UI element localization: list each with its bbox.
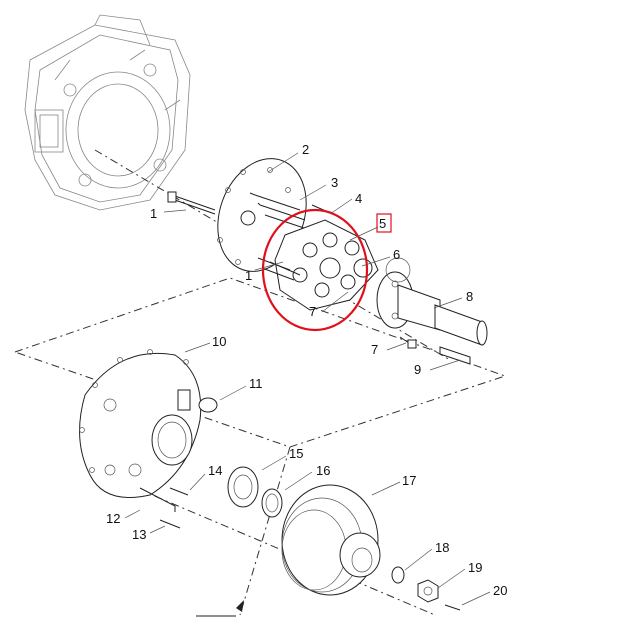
callout-19: 19 <box>468 560 482 575</box>
assembly-leader <box>239 446 291 616</box>
direction-arrow <box>236 600 244 612</box>
callout-14: 14 <box>208 463 222 478</box>
pulley <box>281 484 381 596</box>
flywheel-housing <box>24 14 191 211</box>
callout-13: 13 <box>132 527 146 542</box>
plug <box>198 397 218 413</box>
assembly-boundary <box>13 277 507 448</box>
callout-6: 6 <box>393 247 400 262</box>
bushing <box>353 258 373 278</box>
shaft-key <box>439 346 471 365</box>
callout-12: 12 <box>106 511 120 526</box>
callout-labels: 1 1 2 3 4 5 6 7 7 8 9 10 11 12 13 14 15 … <box>106 142 507 598</box>
screw <box>139 487 176 512</box>
bolt-upper <box>167 191 216 215</box>
callout-16: 16 <box>316 463 330 478</box>
callout-9: 9 <box>414 362 421 377</box>
bell-housing <box>79 349 202 498</box>
callout-3: 3 <box>331 175 338 190</box>
callout-1a: 1 <box>150 206 157 221</box>
callout-11: 11 <box>249 376 263 391</box>
callout-4: 4 <box>355 191 362 206</box>
callout-17: 17 <box>402 473 416 488</box>
studs <box>249 192 311 231</box>
pin <box>444 604 461 611</box>
nut <box>417 579 439 603</box>
bearing <box>227 466 259 508</box>
bolt-7-lower-head <box>407 339 417 349</box>
callout-20: 20 <box>493 583 507 598</box>
washer <box>391 566 405 584</box>
leader-lines <box>124 152 491 606</box>
callout-7b: 7 <box>371 342 378 357</box>
callout-2: 2 <box>302 142 309 157</box>
seal <box>261 488 283 518</box>
flexible-coupling <box>274 219 379 311</box>
drive-shaft <box>376 257 488 346</box>
callout-8: 8 <box>466 289 473 304</box>
highlight-circle <box>261 208 369 332</box>
bolt-14 <box>169 487 189 496</box>
callout-15: 15 <box>289 446 303 461</box>
callout-10: 10 <box>212 334 226 349</box>
callout-5: 5 <box>379 216 386 231</box>
washer-screw <box>159 519 181 529</box>
highlight-label-box <box>376 213 392 233</box>
callout-1b: 1 <box>245 268 252 283</box>
callout-7a: 7 <box>309 304 316 319</box>
callout-18: 18 <box>435 540 449 555</box>
